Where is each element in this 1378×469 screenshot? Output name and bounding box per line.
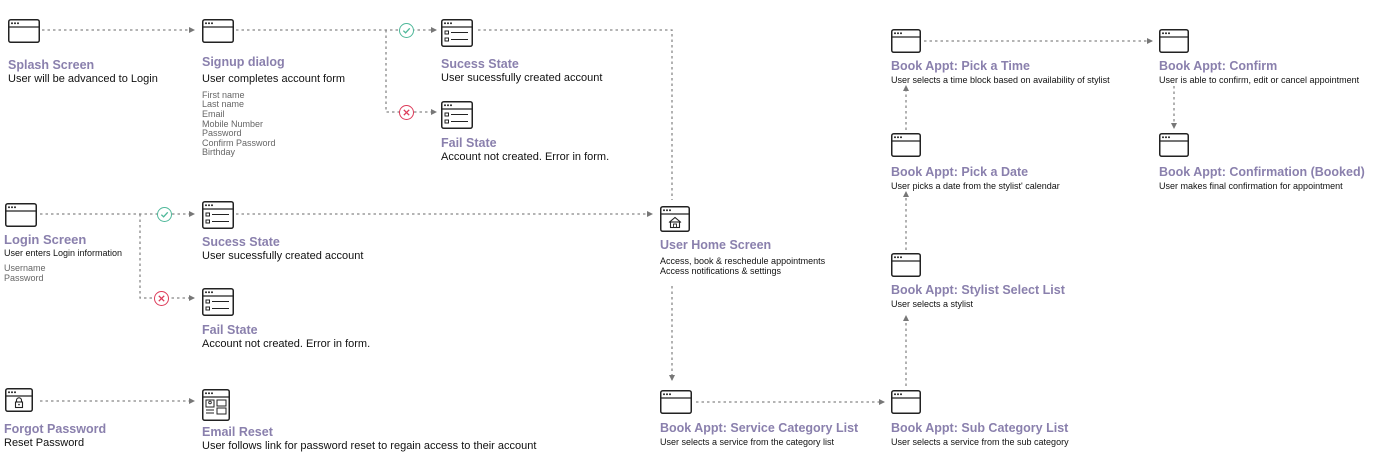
success-check-icon [157, 207, 172, 222]
node-title: Book Appt: Service Category List [660, 421, 859, 435]
node-subtitle: User follows link for password reset to … [202, 439, 537, 452]
field-label: Birthday [202, 147, 236, 158]
node-title: Signup dialog [202, 55, 285, 69]
field-list: Username Password [4, 264, 122, 283]
window-icon [891, 253, 921, 277]
node-title: Fail State [202, 323, 258, 337]
success-check-icon [399, 23, 414, 38]
node-subtitle: User selects a service from the sub cate… [891, 436, 1069, 447]
window-icon [5, 203, 37, 227]
node-splash: Splash Screen User will be advanced to L… [8, 58, 158, 85]
node-title: Book Appt: Stylist Select List [891, 283, 1065, 297]
window-icon [891, 29, 921, 53]
connector-success-home [478, 29, 673, 200]
node-sub-category: Book Appt: Sub Category List User select… [891, 421, 1069, 448]
node-subtitle: User selects a stylist [891, 298, 974, 309]
node-title: Splash Screen [8, 58, 95, 72]
node-title: Forgot Password [4, 422, 107, 436]
node-title: Login Screen [4, 232, 87, 247]
field-label: Mobile Number [202, 118, 264, 129]
node-subtitle: User selects a service from the category… [660, 436, 835, 447]
node-service-category: Book Appt: Service Category List User se… [660, 421, 859, 448]
node-pick-date: Book Appt: Pick a Date User picks a date… [891, 165, 1060, 192]
node-subtitle: Account not created. Error in form. [202, 337, 371, 350]
node-signup: Signup dialog User completes account for… [202, 55, 346, 158]
field-label: Password [202, 128, 242, 139]
window-icon [1159, 29, 1189, 53]
fail-x-icon [154, 291, 169, 306]
node-line: Access notifications & settings [660, 265, 782, 276]
node-line: Access, book & reschedule appointments [660, 255, 826, 266]
fail-x-icon [399, 105, 414, 120]
node-title: Book Appt: Sub Category List [891, 421, 1069, 435]
window-icon [891, 133, 921, 157]
node-subtitle: User sucessfully created account [202, 249, 364, 262]
node-title: Fail State [441, 136, 497, 150]
node-subtitle: Reset Password [4, 436, 85, 449]
field-label: Last name [202, 99, 245, 110]
list-window-icon [202, 201, 234, 229]
node-subtitle: User sucessfully created account [441, 71, 603, 84]
window-icon [1159, 133, 1189, 157]
node-email-reset: Email Reset User follows link for passwo… [202, 425, 537, 452]
node-login-fail: Fail State Account not created. Error in… [202, 323, 371, 350]
lock-window-icon [5, 388, 33, 412]
node-subtitle: Account not created. Error in form. [441, 150, 610, 163]
node-confirm: Book Appt: Confirm User is able to confi… [1159, 59, 1360, 86]
node-subtitle: User completes account form [202, 72, 346, 85]
node-signup-fail: Fail State Account not created. Error in… [441, 136, 610, 163]
field-label: Username [4, 263, 46, 274]
list-window-icon [441, 101, 473, 129]
node-title: User Home Screen [660, 238, 772, 252]
window-icon [660, 390, 692, 414]
node-subtitle: User selects a time block based on avail… [891, 74, 1110, 85]
node-subtitle: User makes final confirmation for appoin… [1159, 180, 1343, 191]
node-title: Sucess State [202, 235, 280, 249]
window-icon [8, 19, 40, 43]
node-title: Sucess State [441, 57, 519, 71]
connector-login-fail [139, 214, 195, 301]
node-confirmation: Book Appt: Confirmation (Booked) User ma… [1159, 165, 1365, 192]
list-window-icon [202, 288, 234, 316]
field-list: First name Last name Email Mobile Number… [202, 89, 345, 158]
node-signup-success: Sucess State User sucessfully created ac… [441, 57, 603, 84]
connector-signup-fail [385, 30, 437, 115]
node-pick-time: Book Appt: Pick a Time User selects a ti… [891, 59, 1110, 86]
field-label: Confirm Password [202, 137, 276, 148]
node-stylist-select: Book Appt: Stylist Select List User sele… [891, 283, 1065, 310]
node-login: Login Screen User enters Login informati… [4, 232, 123, 283]
node-title: Book Appt: Confirm [1159, 59, 1278, 73]
field-label: First name [202, 89, 245, 100]
node-subtitle: User is able to confirm, edit or cancel … [1159, 74, 1360, 85]
node-subtitle: User will be advanced to Login [8, 72, 158, 85]
field-label: Password [4, 272, 44, 283]
node-home: User Home Screen Access, book & reschedu… [660, 238, 826, 277]
node-title: Book Appt: Pick a Time [891, 59, 1030, 73]
window-icon [891, 390, 921, 414]
node-subtitle: User picks a date from the stylist' cale… [891, 180, 1060, 191]
node-title: Book Appt: Pick a Date [891, 165, 1029, 179]
home-window-icon [660, 206, 690, 232]
node-title: Book Appt: Confirmation (Booked) [1159, 165, 1365, 179]
node-subtitle: User enters Login information [4, 248, 123, 259]
field-label: Email [202, 109, 225, 120]
window-icon [202, 19, 234, 43]
node-forgot-password: Forgot Password Reset Password [4, 422, 107, 449]
list-window-icon [441, 19, 473, 47]
node-title: Email Reset [202, 425, 273, 439]
email-window-icon [202, 389, 230, 421]
node-login-success: Sucess State User sucessfully created ac… [202, 235, 364, 262]
